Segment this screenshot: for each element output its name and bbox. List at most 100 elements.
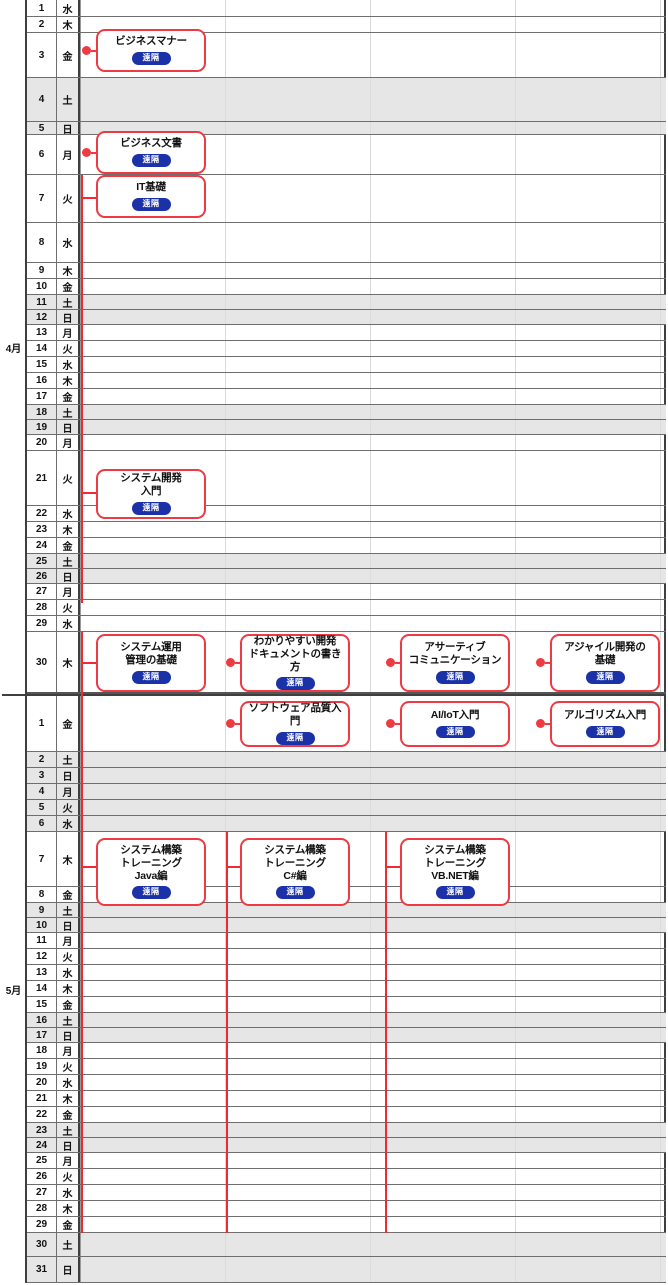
course-card[interactable]: ビジネスマナー遠隔 — [96, 29, 206, 72]
column-gridlines — [81, 538, 666, 553]
day-number: 3 — [27, 768, 57, 783]
day-number: 12 — [27, 310, 57, 324]
day-number: 20 — [27, 435, 57, 450]
day-body-cell — [80, 310, 666, 324]
column-gridlines — [81, 357, 666, 372]
column-gridlines — [81, 981, 666, 996]
day-body-cell — [80, 1233, 666, 1256]
weekday-label: 水 — [57, 223, 80, 262]
column-gridlines — [81, 600, 666, 615]
course-branch-line — [387, 866, 401, 868]
course-card[interactable]: アルゴリズム入門遠隔 — [550, 701, 660, 747]
day-number: 18 — [27, 1043, 57, 1058]
course-card[interactable]: ソフトウェア品質入門遠隔 — [240, 701, 350, 747]
course-branch-line — [83, 492, 97, 494]
day-number: 12 — [27, 949, 57, 964]
course-card[interactable]: アサーティブ コミュニケーション遠隔 — [400, 634, 510, 692]
day-number: 13 — [27, 965, 57, 980]
column-gridlines — [81, 949, 666, 964]
course-marker-dot — [536, 719, 545, 728]
weekday-label: 日 — [57, 310, 80, 325]
day-body-cell — [80, 373, 666, 388]
day-body-cell — [80, 325, 666, 340]
day-body-cell — [80, 768, 666, 783]
course-card[interactable]: アジャイル開発の 基礎遠隔 — [550, 634, 660, 692]
day-number: 28 — [27, 1201, 57, 1216]
course-title: アジャイル開発の 基礎 — [564, 641, 646, 667]
course-card[interactable]: システム構築 トレーニング Java編遠隔 — [96, 838, 206, 906]
weekday-label: 土 — [57, 1233, 80, 1256]
day-number: 24 — [27, 1138, 57, 1152]
weekday-label: 火 — [57, 800, 80, 815]
weekday-label: 水 — [57, 0, 80, 16]
course-branch-line — [83, 866, 97, 868]
course-card[interactable]: システム構築 トレーニング VB.NET編遠隔 — [400, 838, 510, 906]
course-card[interactable]: システム構築 トレーニング C#編遠隔 — [240, 838, 350, 906]
course-branch-line — [83, 197, 97, 199]
day-body-cell — [80, 405, 666, 419]
weekday-label: 金 — [57, 887, 80, 902]
course-title: システム運用 管理の基礎 — [120, 641, 182, 667]
column-gridlines — [81, 279, 666, 294]
month-divider — [2, 694, 666, 696]
weekday-label: 金 — [57, 33, 80, 77]
weekday-label: 月 — [57, 1153, 80, 1168]
column-gridlines — [81, 1075, 666, 1090]
remote-badge: 遠隔 — [131, 198, 171, 211]
weekday-label: 水 — [57, 1075, 80, 1090]
column-gridlines — [81, 1257, 666, 1282]
weekday-label: 日 — [57, 569, 80, 584]
day-body-cell — [80, 965, 666, 980]
course-card[interactable]: システム開発 入門遠隔 — [96, 469, 206, 519]
course-leader-line — [235, 662, 242, 664]
day-number: 2 — [27, 17, 57, 32]
course-card[interactable]: わかりやすい開発 ドキュメントの書き方遠隔 — [240, 634, 350, 692]
column-gridlines — [81, 997, 666, 1012]
column-gridlines — [81, 816, 666, 831]
column-gridlines — [81, 1233, 666, 1256]
course-title: アルゴリズム入門 — [563, 708, 647, 721]
course-marker-dot — [226, 658, 235, 667]
weekday-label: 金 — [57, 997, 80, 1012]
weekday-label: 水 — [57, 965, 80, 980]
column-gridlines — [81, 784, 666, 799]
day-number: 5 — [27, 800, 57, 815]
course-card[interactable]: AI/IoT入門遠隔 — [400, 701, 510, 747]
weekday-label: 月 — [57, 784, 80, 799]
column-gridlines — [81, 1153, 666, 1168]
weekday-label: 木 — [57, 263, 80, 278]
day-body-cell — [80, 752, 666, 767]
day-body-cell — [80, 1138, 666, 1152]
course-marker-dot — [82, 46, 91, 55]
column-gridlines — [81, 17, 666, 32]
course-spine-line-2 — [81, 632, 83, 1233]
course-card[interactable]: IT基礎遠隔 — [96, 175, 206, 218]
column-gridlines — [81, 310, 666, 324]
column-gridlines — [81, 373, 666, 388]
column-gridlines — [81, 223, 666, 262]
column-gridlines — [81, 752, 666, 767]
course-card[interactable]: ビジネス文書遠隔 — [96, 131, 206, 174]
day-number: 10 — [27, 918, 57, 932]
day-body-cell — [80, 279, 666, 294]
course-leader-line — [545, 723, 552, 725]
remote-badge: 遠隔 — [131, 502, 171, 515]
column-gridlines — [81, 341, 666, 356]
day-number: 4 — [27, 784, 57, 799]
course-title: ビジネス文書 — [120, 137, 182, 150]
day-body-cell — [80, 616, 666, 631]
weekday-label: 土 — [57, 554, 80, 569]
course-title: システム開発 入門 — [120, 472, 182, 498]
day-number: 1 — [27, 0, 57, 16]
course-card[interactable]: システム運用 管理の基礎遠隔 — [96, 634, 206, 692]
